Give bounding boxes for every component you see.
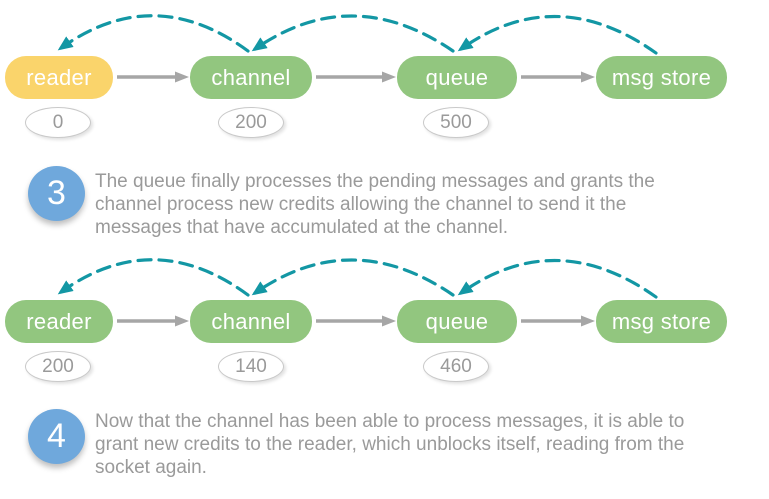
credit-value: 200 (235, 111, 267, 133)
credit-bubble-reader: 0 (25, 107, 91, 138)
credit-bubble-channel: 200 (218, 107, 284, 138)
step-3-number-badge: 3 (28, 166, 85, 221)
credit-bubble-reader: 200 (25, 351, 91, 382)
step-4-number-badge: 4 (28, 409, 85, 464)
node-queue: queue (397, 56, 517, 99)
credit-grant-arrow-channel-to-reader (57, 14, 250, 53)
credit-value: 500 (440, 111, 472, 133)
node-channel: channel (190, 300, 312, 343)
credit-grant-arrow-queue-to-channel (251, 258, 455, 297)
node-queue-label: queue (425, 64, 489, 90)
credit-bubble-queue: 460 (423, 351, 489, 382)
node-msg-store-label: msg store (611, 64, 712, 90)
node-msg-store: msg store (596, 300, 727, 343)
diagram-row-2: reader channel queue msg store 200 140 4… (0, 244, 769, 389)
diagram-arrows-layer-1 (57, 14, 658, 83)
credit-grant-arrow-msgstore-to-queue (457, 14, 658, 55)
credit-grant-arrow-msgstore-to-queue (457, 258, 658, 299)
node-reader: reader (5, 300, 113, 343)
diagram-row-1: reader channel queue msg store 0 200 500 (0, 0, 769, 145)
credit-value: 0 (52, 111, 64, 133)
credit-bubble-channel: 140 (218, 351, 284, 382)
node-reader-label: reader (26, 308, 92, 334)
node-channel-label: channel (211, 64, 291, 90)
step-number: 4 (47, 417, 66, 455)
credit-grant-arrow-channel-to-reader (57, 258, 250, 297)
node-queue-label: queue (425, 308, 489, 334)
credit-value: 140 (235, 355, 267, 377)
credit-value: 460 (440, 355, 472, 377)
node-msg-store: msg store (596, 56, 727, 99)
diagram-arrows-layer-2 (57, 258, 658, 327)
step-number: 3 (47, 174, 66, 212)
credit-bubble-queue: 500 (423, 107, 489, 138)
node-reader-label: reader (26, 64, 92, 90)
credit-grant-arrow-queue-to-channel (251, 14, 455, 53)
node-channel-label: channel (211, 308, 291, 334)
node-queue: queue (397, 300, 517, 343)
step-3-description: The queue finally processes the pending … (95, 171, 655, 238)
credit-value: 200 (42, 355, 74, 377)
node-msg-store-label: msg store (611, 308, 712, 334)
step-4-description: Now that the channel has been able to pr… (95, 411, 685, 478)
node-channel: channel (190, 56, 312, 99)
node-reader: reader (5, 56, 113, 99)
